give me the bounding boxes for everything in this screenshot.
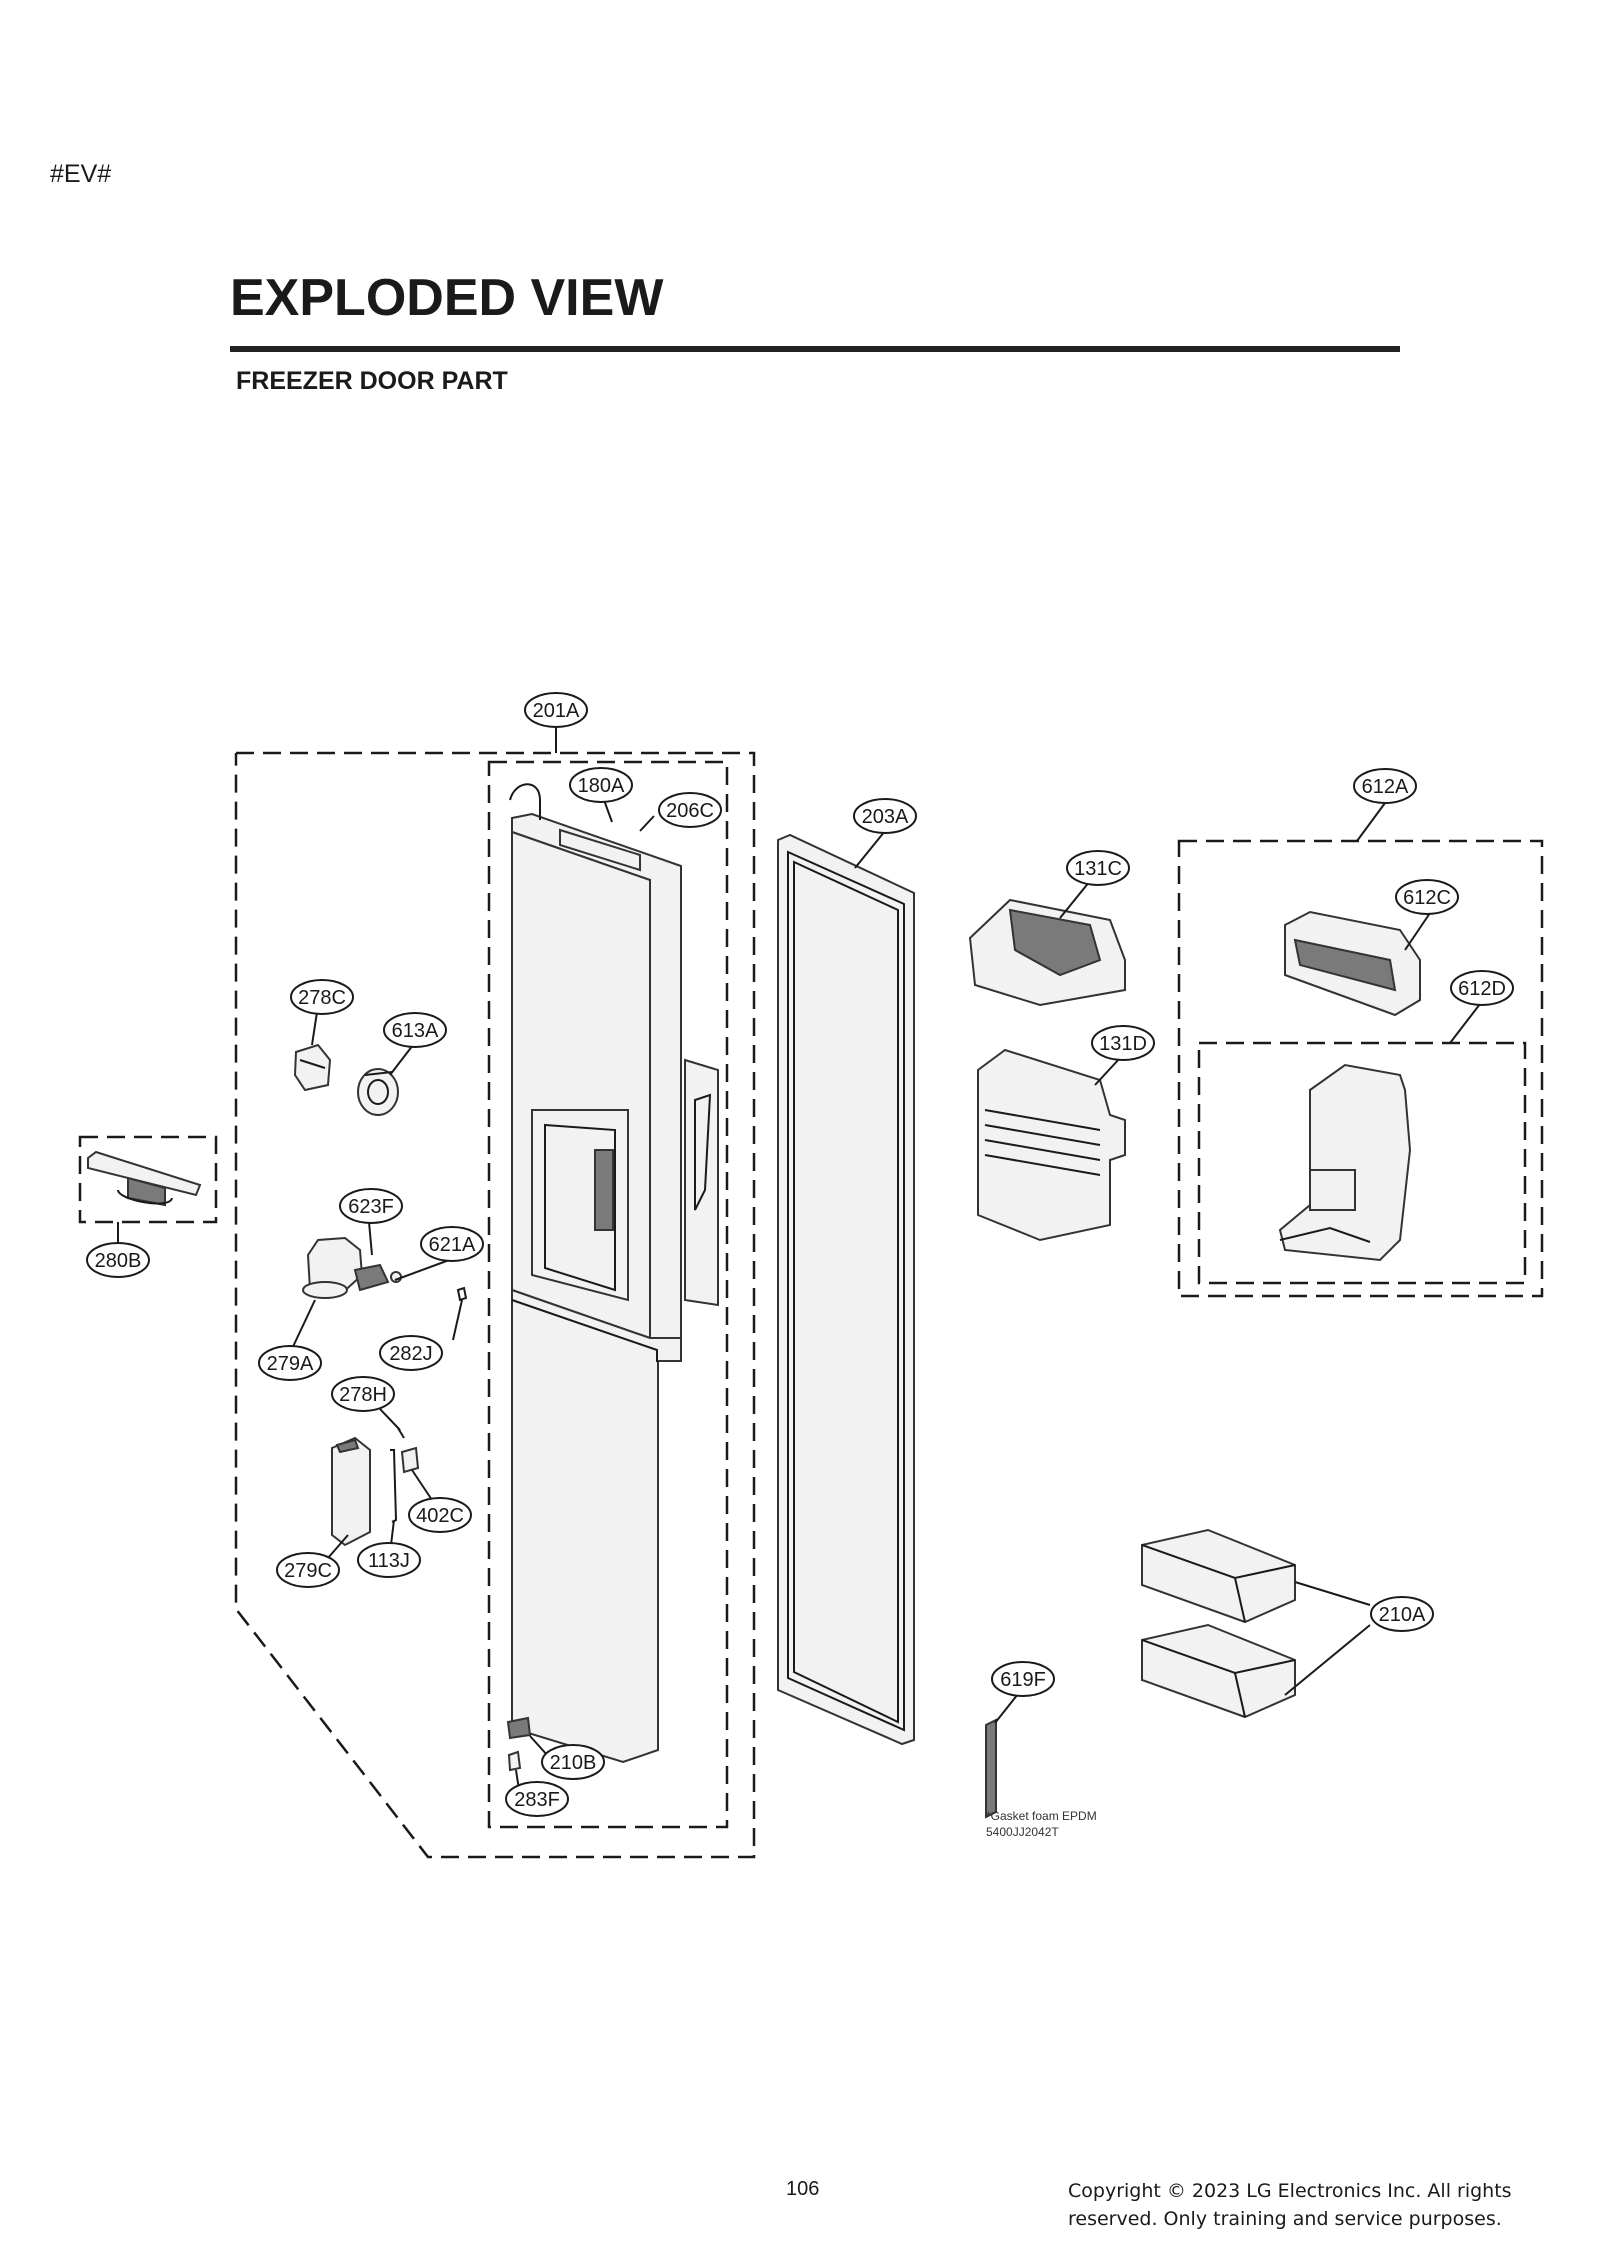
callout-278C: 278C	[290, 979, 354, 1015]
callout-283F: 283F	[505, 1781, 569, 1817]
svg-text:279C: 279C	[284, 1560, 332, 1582]
part-279C-drawing	[331, 1436, 371, 1547]
part-210B-drawing	[506, 1716, 532, 1740]
callout-206C: 206C	[658, 792, 722, 828]
icemaker-bracket-outline	[1197, 1041, 1527, 1285]
svg-text:619F: 619F	[1000, 1669, 1046, 1691]
part-210A-drawing	[1141, 1528, 1296, 1719]
callout-619F: 619F	[991, 1661, 1055, 1697]
page-title: EXPLODED VIEW	[230, 269, 664, 327]
svg-text:283F: 283F	[514, 1789, 560, 1811]
callout-623F: 623F	[339, 1188, 403, 1224]
door-inner-outline	[487, 760, 729, 1829]
svg-text:402C: 402C	[416, 1505, 464, 1527]
svg-text:621A: 621A	[429, 1234, 476, 1256]
part-283F-drawing	[507, 1750, 522, 1772]
svg-text:201A: 201A	[533, 700, 580, 722]
door-assembly-outline	[234, 751, 756, 1859]
svg-text:131C: 131C	[1074, 858, 1122, 880]
callout-131C: 131C	[1066, 850, 1130, 886]
callout-402C: 402C	[408, 1497, 472, 1533]
callout-210A: 210A	[1370, 1596, 1434, 1632]
gasket-note-line2: 5400JJ2042T	[986, 1825, 1059, 1839]
svg-text:203A: 203A	[862, 806, 909, 828]
svg-text:210A: 210A	[1379, 1604, 1426, 1626]
callout-279A: 279A	[258, 1345, 322, 1381]
svg-text:279A: 279A	[267, 1353, 314, 1375]
leader-lines	[117, 727, 1481, 1791]
callout-201A: 201A	[524, 692, 588, 728]
svg-text:206C: 206C	[666, 800, 714, 822]
part-280B-drawing	[87, 1150, 202, 1207]
svg-text:623F: 623F	[348, 1196, 394, 1218]
part-279A-drawing	[302, 1236, 402, 1299]
page-subtitle: FREEZER DOOR PART	[236, 367, 508, 395]
callout-131D: 131D	[1091, 1025, 1155, 1061]
callout-203A: 203A	[853, 798, 917, 834]
svg-text:278H: 278H	[339, 1384, 387, 1406]
callout-180A: 180A	[569, 767, 633, 803]
svg-text:280B: 280B	[95, 1250, 142, 1272]
part-131D-drawing	[977, 1048, 1126, 1242]
door-201A-drawing	[509, 783, 719, 1764]
callout-612A: 612A	[1353, 768, 1417, 804]
part-113J-drawing	[390, 1449, 398, 1523]
callout-282J: 282J	[379, 1335, 443, 1371]
part-612D-drawing	[1278, 1063, 1412, 1262]
callout-279C: 279C	[276, 1552, 340, 1588]
svg-text:612D: 612D	[1458, 978, 1506, 1000]
part-619F-drawing	[985, 1718, 997, 1819]
copyright-notice: Copyright © 2023 LG Electronics Inc. All…	[1068, 2180, 1512, 2230]
part-282J-drawing	[456, 1286, 468, 1302]
part-612C-drawing	[1284, 910, 1421, 1017]
svg-text:210B: 210B	[550, 1752, 597, 1774]
svg-text:612C: 612C	[1403, 887, 1451, 909]
gasket-note-line1: *Gasket foam EPDM	[986, 1809, 1097, 1823]
svg-text:612A: 612A	[1362, 776, 1409, 798]
page-number: 106	[786, 2178, 820, 2200]
svg-text:278C: 278C	[298, 987, 346, 1009]
svg-text:282J: 282J	[389, 1343, 432, 1365]
callout-612D: 612D	[1450, 970, 1514, 1006]
part-613A-drawing	[357, 1068, 399, 1116]
svg-text:131D: 131D	[1099, 1033, 1147, 1055]
svg-text:613A: 613A	[392, 1020, 439, 1042]
callout-613A: 613A	[383, 1012, 447, 1048]
callout-621A: 621A	[420, 1226, 484, 1262]
callout-278H: 278H	[331, 1376, 395, 1412]
callout-210B: 210B	[541, 1744, 605, 1780]
title-rule	[230, 346, 1400, 352]
section-code-tag: #EV#	[50, 160, 112, 188]
svg-text:180A: 180A	[578, 775, 625, 797]
gasket-203A-drawing	[777, 833, 915, 1746]
callout-612C: 612C	[1395, 879, 1459, 915]
icemaker-outline	[1177, 839, 1544, 1298]
callout-113J: 113J	[357, 1542, 421, 1578]
part-402C-drawing	[400, 1446, 420, 1474]
callout-280B: 280B	[86, 1242, 150, 1278]
part-131C-drawing	[968, 898, 1126, 1007]
svg-text:113J: 113J	[368, 1550, 410, 1572]
part-278C-drawing	[293, 1043, 332, 1092]
part-280B-outline	[78, 1135, 218, 1224]
